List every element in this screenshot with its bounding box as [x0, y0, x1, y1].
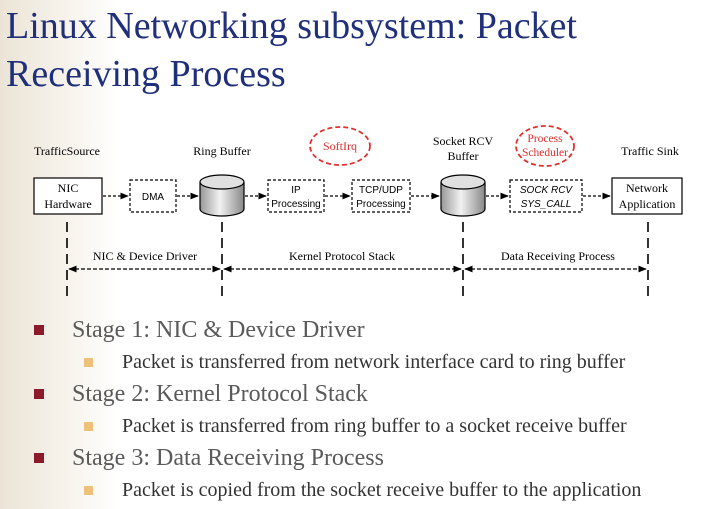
- ip-processing-label: Processing: [271, 199, 320, 210]
- packet-flow-diagram: TrafficSource Ring Buffer Socket RCV Buf…: [33, 125, 683, 296]
- ring-buffer-cylinder: [199, 174, 245, 217]
- hardware-label: Hardware: [44, 197, 91, 211]
- tcp-label: TCP/UDP: [359, 185, 403, 196]
- label-socket-rcv: Socket RCV: [433, 134, 494, 148]
- dma-label: DMA: [142, 192, 165, 203]
- background-gradient: [0, 0, 120, 509]
- bullet-marker: [34, 389, 44, 399]
- softirq-label: SoftIrq: [323, 139, 357, 153]
- stage-2-detail-text: Packet is transferred from ring buffer t…: [122, 415, 627, 437]
- bullet-marker: [34, 325, 44, 335]
- sock-rcv-syscall-box: SOCK RCV SYS_CALL: [509, 179, 583, 213]
- network-label: Network: [626, 181, 668, 195]
- bullet-stage-3: Stage 3: Data Receiving Process: [34, 443, 384, 473]
- softirq-ellipse: SoftIrq: [309, 126, 371, 166]
- label-ring-buffer: Ring Buffer: [193, 144, 250, 158]
- network-application-box: Network Application: [611, 177, 683, 215]
- stage-3-text: Stage 3: Data Receiving Process: [72, 445, 384, 471]
- stage-2-text: Stage 2: Kernel Protocol Stack: [72, 381, 368, 407]
- sub-bullet-marker: [84, 422, 93, 431]
- label-socket-buffer: Buffer: [447, 149, 478, 163]
- label-traffic-source: TrafficSource: [34, 144, 100, 158]
- ip-label: IP: [291, 185, 301, 196]
- dma-box: DMA: [129, 179, 177, 213]
- bullet-stage-1-detail: Packet is transferred from network inter…: [84, 349, 626, 375]
- tcp-udp-processing-box: TCP/UDP Processing: [351, 179, 411, 213]
- sub-bullet-marker: [84, 358, 93, 367]
- stage-boundaries: [66, 222, 649, 296]
- page-title: Linux Networking subsystem: Packet Recei…: [6, 5, 577, 95]
- stage-label-data-receiving: Data Receiving Process: [501, 249, 615, 263]
- sys-call-label: SYS_CALL: [521, 199, 572, 210]
- socket-buffer-cylinder: [440, 174, 486, 217]
- nic-hardware-box: NIC Hardware: [33, 177, 103, 215]
- stage-label-nic-driver: NIC & Device Driver: [93, 249, 197, 263]
- bullet-stage-3-detail: Packet is copied from the socket receive…: [84, 477, 642, 503]
- tcp-processing-label: Processing: [356, 199, 405, 210]
- stage-1-detail-text: Packet is transferred from network inter…: [122, 351, 626, 373]
- nic-label: NIC: [58, 181, 79, 195]
- scheduler-label: Scheduler: [522, 147, 568, 159]
- sock-rcv-label: SOCK RCV: [520, 185, 574, 196]
- bullet-stage-1: Stage 1: NIC & Device Driver: [34, 315, 365, 345]
- process-label: Process: [527, 133, 563, 145]
- stage-label-kernel-stack: Kernel Protocol Stack: [289, 249, 395, 263]
- label-traffic-sink: Traffic Sink: [621, 144, 679, 158]
- bullet-marker: [34, 453, 44, 463]
- stage-1-text: Stage 1: NIC & Device Driver: [72, 317, 365, 343]
- bullet-stage-2: Stage 2: Kernel Protocol Stack: [34, 379, 368, 409]
- sub-bullet-marker: [84, 486, 93, 495]
- application-label: Application: [619, 197, 676, 211]
- stage-3-detail-text: Packet is copied from the socket receive…: [122, 479, 642, 501]
- bullet-stage-2-detail: Packet is transferred from ring buffer t…: [84, 413, 627, 439]
- process-scheduler-ellipse: Process Scheduler: [515, 125, 575, 167]
- ip-processing-box: IP Processing: [267, 179, 325, 213]
